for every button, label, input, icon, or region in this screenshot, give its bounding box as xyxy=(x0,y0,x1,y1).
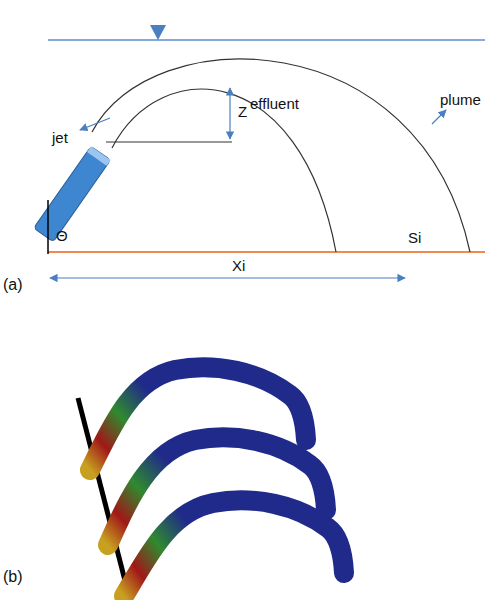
dimension-label: Xi xyxy=(232,258,245,275)
x-dimension xyxy=(50,277,405,278)
angle-label: Θ xyxy=(56,228,68,245)
part-label: jet xyxy=(52,130,68,147)
dimension-label: Z xyxy=(238,104,247,121)
plume-outer-arc xyxy=(92,59,470,252)
seabed-line xyxy=(48,251,485,253)
part-label: effluent xyxy=(250,96,299,113)
jet-pipe xyxy=(34,146,111,242)
water-surface xyxy=(48,39,485,41)
plume-inner-arc xyxy=(112,89,336,252)
dimension-label: Si xyxy=(408,230,421,247)
z-dimension xyxy=(229,88,230,139)
plume-pointer xyxy=(432,110,446,124)
plume-3d xyxy=(108,437,326,545)
panel-label: (b) xyxy=(3,568,23,586)
z-baseline xyxy=(106,141,232,142)
wall-edge xyxy=(47,200,49,254)
panel-label: (a) xyxy=(3,276,23,294)
part-label: plume xyxy=(440,92,481,109)
jet-pointer xyxy=(80,118,110,130)
plume-3d xyxy=(124,500,344,596)
surface-marker xyxy=(150,25,166,40)
